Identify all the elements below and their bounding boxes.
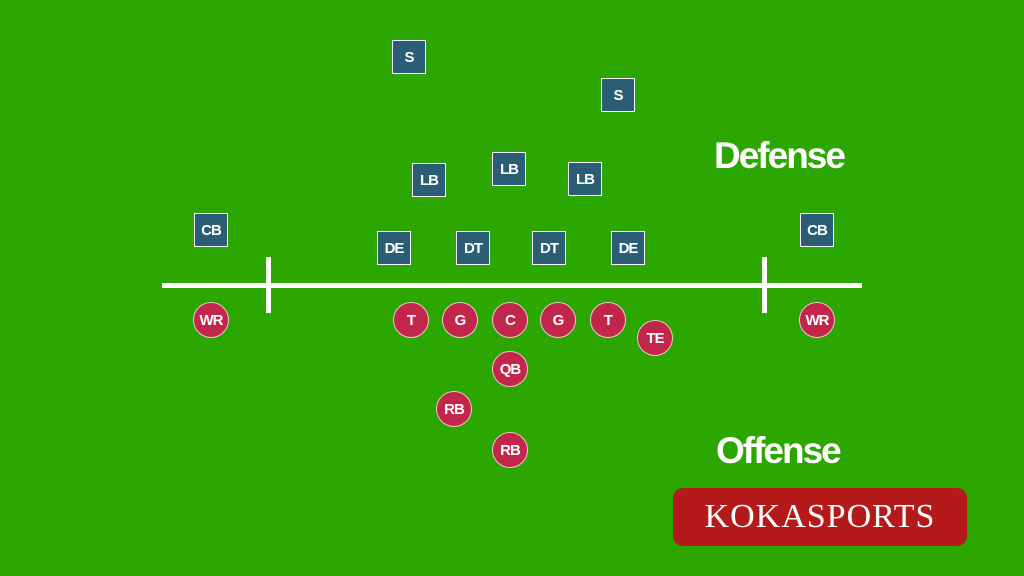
offense-wide-receiver-right: WR xyxy=(799,302,835,338)
defender-linebacker-left: LB xyxy=(412,163,446,197)
defender-linebacker-middle: LB xyxy=(492,152,526,186)
defender-cornerback-right: CB xyxy=(800,213,834,247)
defender-tackle-left: DT xyxy=(456,231,490,265)
brand-text: KOKASPORTS xyxy=(704,498,936,535)
defender-end-left: DE xyxy=(377,231,411,265)
left-sideline-marker xyxy=(266,257,271,313)
defender-tackle-right: DT xyxy=(532,231,566,265)
offense-tackle-right: T xyxy=(590,302,626,338)
right-sideline-marker xyxy=(762,257,767,313)
offense-guard-right: G xyxy=(540,302,576,338)
offense-tight-end: TE xyxy=(637,320,673,356)
offense-guard-left: G xyxy=(442,302,478,338)
offense-tackle-left: T xyxy=(393,302,429,338)
brand-logo: KOKASPORTS xyxy=(673,488,967,546)
line-of-scrimmage xyxy=(162,283,862,288)
offense-quarterback: QB xyxy=(492,351,528,387)
defender-cornerback-left: CB xyxy=(194,213,228,247)
defender-end-right: DE xyxy=(611,231,645,265)
defense-label: Defense xyxy=(714,135,846,176)
offense-label: Offense xyxy=(716,430,842,471)
offense-running-back-2: RB xyxy=(492,432,528,468)
offense-wide-receiver-left: WR xyxy=(193,302,229,338)
defender-linebacker-right: LB xyxy=(568,162,602,196)
defender-safety-right: S xyxy=(601,78,635,112)
offense-running-back-1: RB xyxy=(436,391,472,427)
offense-center: C xyxy=(492,302,528,338)
defender-safety-left: S xyxy=(392,40,426,74)
